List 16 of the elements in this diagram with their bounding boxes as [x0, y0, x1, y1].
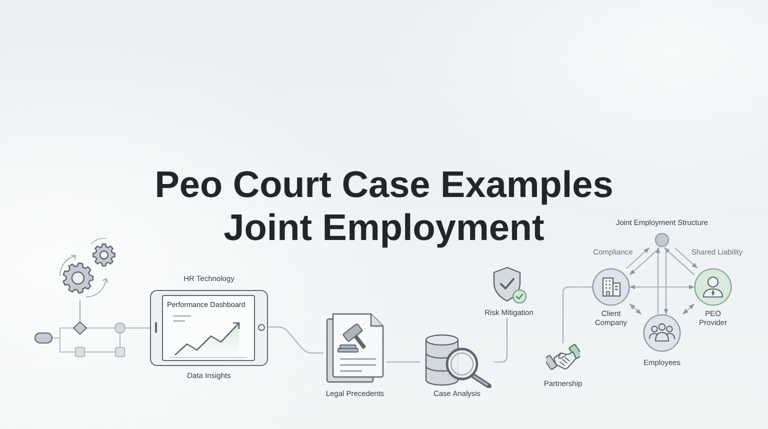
- connector-arrow: [629, 247, 660, 276]
- connector-arrow: [664, 247, 695, 276]
- connector-arrow: [626, 247, 650, 269]
- title-text: Peo Court Case Examples Joint Employment: [154, 163, 614, 249]
- connector-line: [386, 361, 421, 363]
- connector-arrow: [656, 247, 660, 315]
- connector-line: [493, 317, 508, 363]
- connector-arrow: [664, 247, 668, 315]
- connector-arrow: [629, 304, 642, 315]
- connector-arrow: [674, 247, 698, 269]
- connector-line: [267, 326, 324, 354]
- connector-line: [562, 286, 593, 344]
- connector-line: [79, 299, 81, 322]
- connector-arrow: [682, 304, 695, 315]
- connector-arrow: [629, 284, 695, 290]
- connector-line: [127, 327, 151, 329]
